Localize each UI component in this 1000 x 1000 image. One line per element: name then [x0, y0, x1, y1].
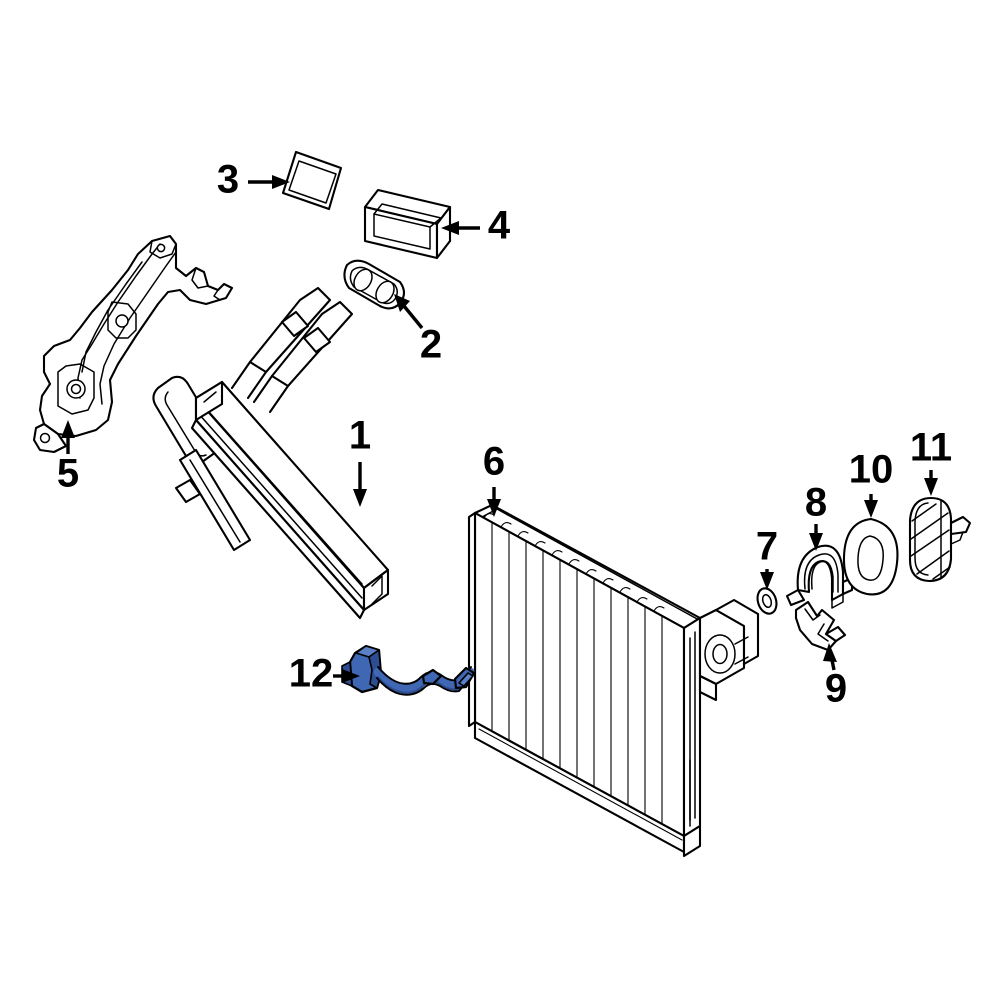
- callout-6-arrowhead: [487, 499, 501, 517]
- callout-6[interactable]: 6: [483, 440, 505, 517]
- part-heater-core-bracket: [32, 234, 234, 454]
- callout-3-label: 3: [217, 158, 239, 202]
- callout-12-arrowhead: [342, 669, 360, 683]
- callout-4-arrowhead: [441, 221, 459, 235]
- callout-2-label: 2: [420, 323, 442, 367]
- callout-1[interactable]: 1: [349, 414, 371, 507]
- callout-11[interactable]: 11: [910, 426, 952, 496]
- callout-9[interactable]: 9: [823, 643, 847, 711]
- part-ribbed-oval-grommet: [908, 496, 972, 583]
- callout-12[interactable]: 12: [289, 652, 360, 696]
- part-heater-core-seal: [281, 150, 343, 211]
- callout-2-leader: [402, 304, 424, 330]
- callout-3-arrowhead: [272, 175, 290, 189]
- callout-8[interactable]: 8: [805, 481, 827, 551]
- part-evaporator-core: [467, 503, 760, 858]
- callout-1-arrowhead: [353, 489, 367, 507]
- part-foam-seal-block: [363, 188, 452, 260]
- part-upper-pipe-clamp: [785, 544, 854, 609]
- callout-9-arrowhead: [823, 643, 837, 662]
- callout-5-arrowhead: [61, 420, 75, 438]
- part-heater-core: [152, 286, 390, 620]
- callout-7[interactable]: 7: [756, 525, 778, 590]
- part-oval-grommet-seal: [842, 517, 899, 596]
- callout-7-label: 7: [756, 525, 778, 569]
- callout-8-arrowhead: [809, 533, 823, 551]
- callout-3[interactable]: 3: [217, 158, 290, 202]
- callout-8-label: 8: [805, 481, 827, 525]
- callout-2[interactable]: 2: [394, 294, 442, 367]
- callout-5[interactable]: 5: [57, 420, 79, 496]
- part-o-ring-seal: [756, 587, 778, 615]
- callout-9-label: 9: [825, 667, 847, 711]
- callout-11-label: 11: [910, 426, 952, 470]
- callout-1-label: 1: [349, 414, 371, 458]
- callout-2-arrowhead: [394, 294, 410, 312]
- callout-10-arrowhead: [864, 500, 878, 518]
- callout-11-arrowhead: [924, 478, 938, 496]
- callout-4[interactable]: 4: [441, 204, 511, 248]
- part-lower-pipe-clamp: [794, 600, 847, 652]
- callout-4-label: 4: [488, 204, 511, 248]
- callout-6-label: 6: [483, 440, 505, 484]
- callout-10[interactable]: 10: [849, 448, 894, 518]
- callout-7-arrowhead: [760, 572, 774, 590]
- callout-10-label: 10: [849, 448, 894, 492]
- callout-5-label: 5: [57, 452, 79, 496]
- callout-12-label: 12: [289, 652, 334, 696]
